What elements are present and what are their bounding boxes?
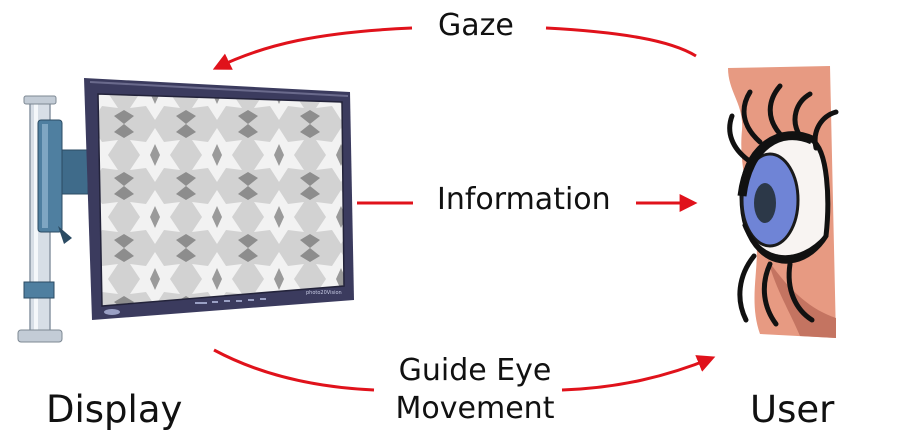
monitor: photo20Vision — [84, 78, 354, 320]
monitor-brand: photo20Vision — [306, 290, 342, 296]
guide-label-line1: Guide Eye — [398, 353, 552, 388]
eye-illustration — [727, 66, 839, 338]
monitor-stand — [17, 95, 89, 343]
arrows — [212, 26, 716, 392]
gaze-label: Gaze — [438, 8, 514, 43]
guide-eye-movement-label: Guide Eye Movement — [384, 352, 566, 428]
display-label: Display — [46, 388, 183, 431]
gaze-arrow — [212, 26, 413, 70]
user-label: User — [750, 388, 835, 431]
guide-arrow — [561, 355, 716, 392]
gaze-arrow-tail — [545, 26, 697, 58]
guide-arrow-left — [213, 348, 375, 392]
information-label: Information — [437, 182, 611, 217]
guide-label-line2: Movement — [395, 391, 555, 426]
